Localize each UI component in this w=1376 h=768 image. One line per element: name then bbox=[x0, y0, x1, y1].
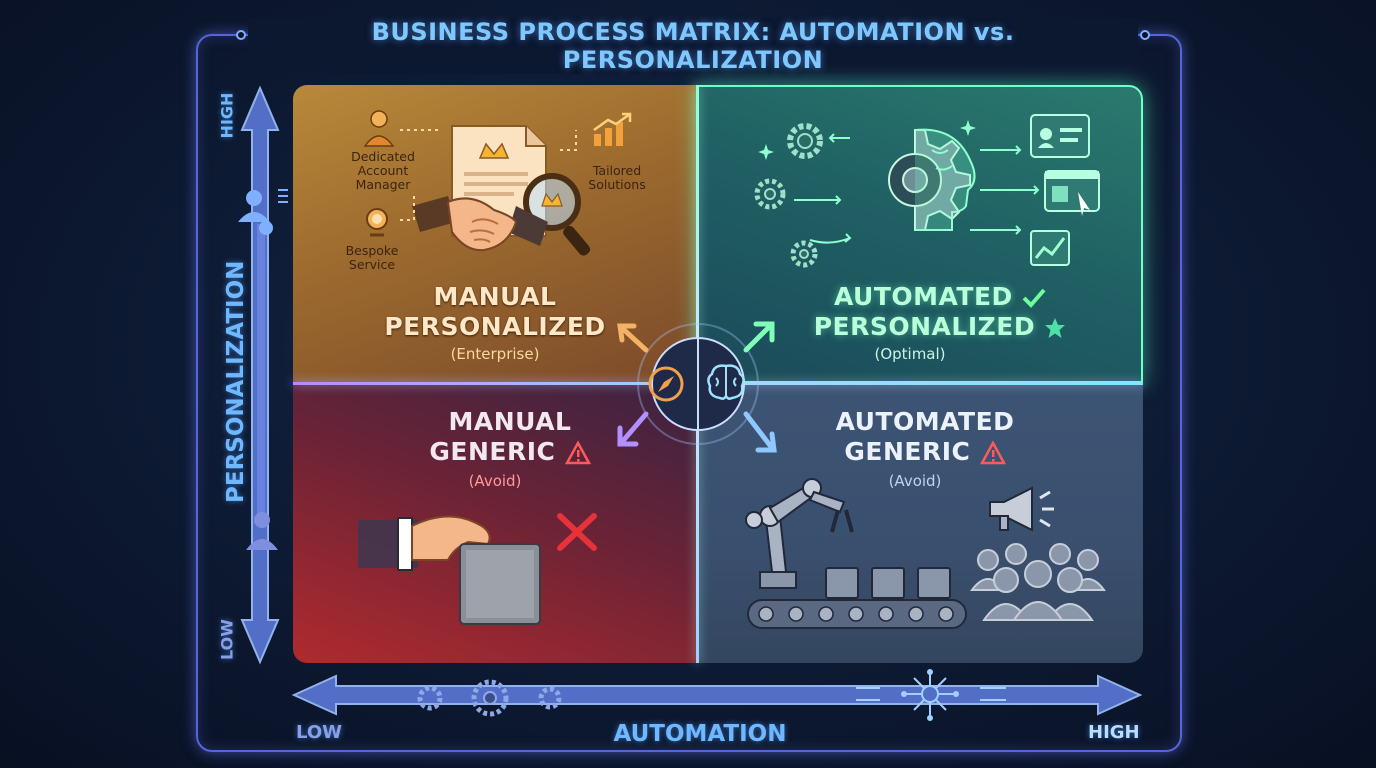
hand-box-icon bbox=[358, 515, 541, 625]
manual-generic-subtitle: (Avoid) bbox=[468, 472, 522, 490]
frame-dot bbox=[1140, 30, 1150, 40]
title-line: GENERIC bbox=[429, 437, 556, 466]
frame-dot bbox=[236, 30, 246, 40]
browser-click-icon bbox=[1044, 170, 1100, 216]
chart-screen-icon bbox=[1030, 230, 1070, 266]
bespoke-icon bbox=[366, 208, 388, 237]
title-line: GENERIC bbox=[844, 437, 971, 466]
gears-icon bbox=[754, 178, 786, 210]
gears-icon bbox=[787, 123, 823, 159]
gears-icon bbox=[417, 679, 562, 717]
automated-personalized-title: AUTOMATED PERSONALIZED bbox=[780, 282, 1100, 342]
y-axis-label: PERSONALIZATION bbox=[223, 260, 249, 503]
megaphone-icon bbox=[989, 486, 1054, 532]
x-axis-high-label: HIGH bbox=[1088, 722, 1140, 743]
manual-personalized-title: MANUAL PERSONALIZED bbox=[360, 282, 630, 342]
dedicated-account-manager-label: Dedicated Account Manager bbox=[351, 149, 415, 192]
chart-growth-icon bbox=[593, 112, 632, 146]
title-line: AUTOMATED bbox=[835, 407, 1015, 436]
warning-icon bbox=[564, 440, 591, 465]
x-axis-low-label: LOW bbox=[296, 722, 342, 743]
title-line: PERSONALIZED bbox=[384, 312, 606, 341]
title-line: PERSONALIZED bbox=[813, 312, 1036, 341]
profile-card-icon bbox=[1030, 114, 1090, 158]
x-mark-icon bbox=[557, 513, 597, 551]
warning-icon bbox=[979, 440, 1006, 465]
x-axis-arrow bbox=[291, 674, 1143, 716]
sparkle-icons bbox=[758, 120, 976, 160]
title-line: MANUAL bbox=[433, 282, 557, 311]
title-line: MANUAL bbox=[448, 407, 572, 436]
conveyor-icon bbox=[747, 567, 967, 629]
network-icon bbox=[856, 669, 1006, 721]
person-icon bbox=[246, 512, 278, 550]
dotted-connectors bbox=[400, 129, 577, 221]
manual-personalized-subtitle: (Enterprise) bbox=[450, 345, 540, 363]
y-axis-low-label: LOW bbox=[217, 619, 237, 660]
brain-icon bbox=[707, 364, 745, 400]
y-axis-arrow bbox=[240, 85, 280, 665]
automated-personalized-subtitle: (Optimal) bbox=[874, 345, 946, 363]
crowd-icon bbox=[970, 543, 1106, 621]
x-axis-label: AUTOMATION bbox=[613, 721, 787, 747]
y-axis-high-label: HIGH bbox=[217, 92, 237, 139]
gear-brain-icon bbox=[888, 128, 976, 231]
manual-generic-title: MANUAL GENERIC bbox=[400, 407, 620, 467]
tailored-solutions-label: Tailored Solutions bbox=[588, 163, 646, 192]
compass-icon bbox=[648, 366, 684, 402]
bespoke-service-label: Bespoke Service bbox=[345, 243, 399, 272]
gears-icon bbox=[790, 240, 818, 268]
handshake-icon bbox=[412, 196, 548, 252]
magnifier-icon bbox=[523, 173, 591, 256]
account-manager-icon bbox=[363, 110, 395, 147]
star-icon bbox=[1045, 318, 1066, 338]
person-icon bbox=[238, 189, 288, 235]
automation-arrows bbox=[794, 133, 1040, 244]
title-line: AUTOMATED bbox=[833, 282, 1013, 311]
robot-arm-icon bbox=[745, 478, 854, 589]
automated-generic-subtitle: (Avoid) bbox=[888, 472, 942, 490]
diagonal-arrows bbox=[617, 321, 777, 453]
page-title: BUSINESS PROCESS MATRIX: AUTOMATION vs. … bbox=[248, 18, 1138, 74]
automated-generic-title: AUTOMATED GENERIC bbox=[800, 407, 1050, 467]
checkmark-icon bbox=[1022, 288, 1046, 308]
